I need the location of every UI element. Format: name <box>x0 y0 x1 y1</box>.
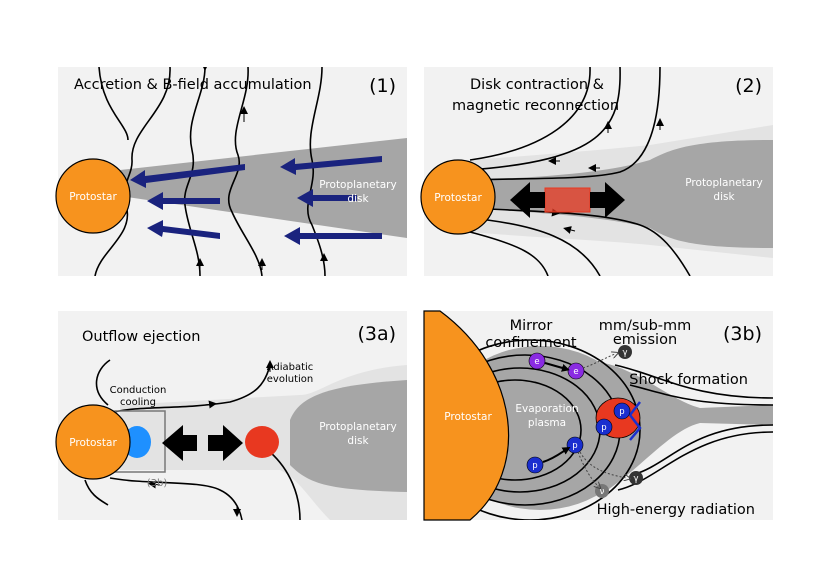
protostar <box>55 158 131 234</box>
panel-number: (2) <box>735 75 762 97</box>
panel-1: Protostar Protoplanetary disk Accretion … <box>55 67 407 276</box>
panel-3a: Protostar Protoplanetary disk Conduction… <box>55 311 407 520</box>
disk-label-2: disk <box>347 193 369 205</box>
proton-3-label: p <box>619 407 624 417</box>
electron-1 <box>528 352 546 370</box>
cooled-spot <box>123 426 151 458</box>
gamma-2 <box>629 471 643 485</box>
mirror-label-2: confinement <box>485 335 577 351</box>
protostar-label: Protostar <box>444 411 492 423</box>
proton-4 <box>595 418 613 436</box>
panel-3b: e e p p p p γ γ ν Protostar Evaporation … <box>423 310 773 521</box>
protostar-label: Protostar <box>69 437 117 449</box>
high-energy-label: High-energy radiation <box>597 502 755 518</box>
inward-arrow <box>162 425 197 461</box>
evap-label-1: Evaporation <box>515 403 578 415</box>
mm-label-1: mm/sub-mm <box>599 318 692 334</box>
inward-arrow <box>510 182 545 218</box>
field-lines <box>469 67 691 276</box>
proton-2 <box>526 456 544 474</box>
disk-label-1: Protoplanetary <box>685 177 762 189</box>
proton-3 <box>613 402 631 420</box>
protostar-label: Protostar <box>69 191 117 203</box>
panel-title: Outflow ejection <box>82 329 200 345</box>
protostar <box>420 159 496 235</box>
protostar <box>55 404 131 480</box>
mm-label-2: emission <box>613 332 677 348</box>
proton-2-label: p <box>532 461 537 471</box>
field-lines <box>84 359 301 520</box>
inset-label: (3b) <box>147 478 168 489</box>
disk-label-1: Protoplanetary <box>319 421 396 433</box>
proton-1-label: p <box>572 441 577 451</box>
gamma-1 <box>618 345 632 359</box>
outward-arrow <box>590 182 625 218</box>
evap-label-2: plasma <box>528 417 566 429</box>
conduction-label-1: Conduction <box>110 385 167 396</box>
disk-wedge <box>290 380 407 492</box>
adiabatic-label-1: Adiabatic <box>267 362 314 373</box>
electron-2-label: e <box>573 367 578 377</box>
conduction-label-2: cooling <box>120 397 156 408</box>
neutrino-label: ν <box>600 487 605 497</box>
panel-number: (3b) <box>723 323 762 345</box>
panel-number: (1) <box>369 75 396 97</box>
gamma-1-label: γ <box>622 348 627 358</box>
proton-4-label: p <box>601 423 606 433</box>
mirror-label-1: Mirror <box>510 318 553 334</box>
protostar-label: Protostar <box>434 192 482 204</box>
adiabatic-label-2: evolution <box>267 374 313 385</box>
gamma-2-label: γ <box>633 474 638 484</box>
disk-wedge <box>470 140 773 248</box>
panel-title-line1: Disk contraction & <box>470 77 604 93</box>
outward-arrow <box>208 425 243 461</box>
panel-title: Accretion & B-field accumulation <box>74 77 312 93</box>
panel-number: (3a) <box>357 323 396 345</box>
shock-front <box>628 401 642 441</box>
shock-label: Shock formation <box>629 372 748 388</box>
tail-region <box>600 362 773 495</box>
disk-label-1: Protoplanetary <box>319 179 396 191</box>
accretion-arrows <box>130 156 382 245</box>
hot-spot <box>245 426 279 458</box>
electron-1-label: e <box>534 357 539 367</box>
reconnection-region <box>544 187 591 213</box>
disk-label-2: disk <box>347 435 369 447</box>
proton-1 <box>566 436 584 454</box>
panel-2: Protostar Protoplanetary disk Disk contr… <box>420 67 773 276</box>
panel-title-line2: magnetic reconnection <box>452 98 619 114</box>
protostar <box>423 310 510 521</box>
disk-label-2: disk <box>713 191 735 203</box>
